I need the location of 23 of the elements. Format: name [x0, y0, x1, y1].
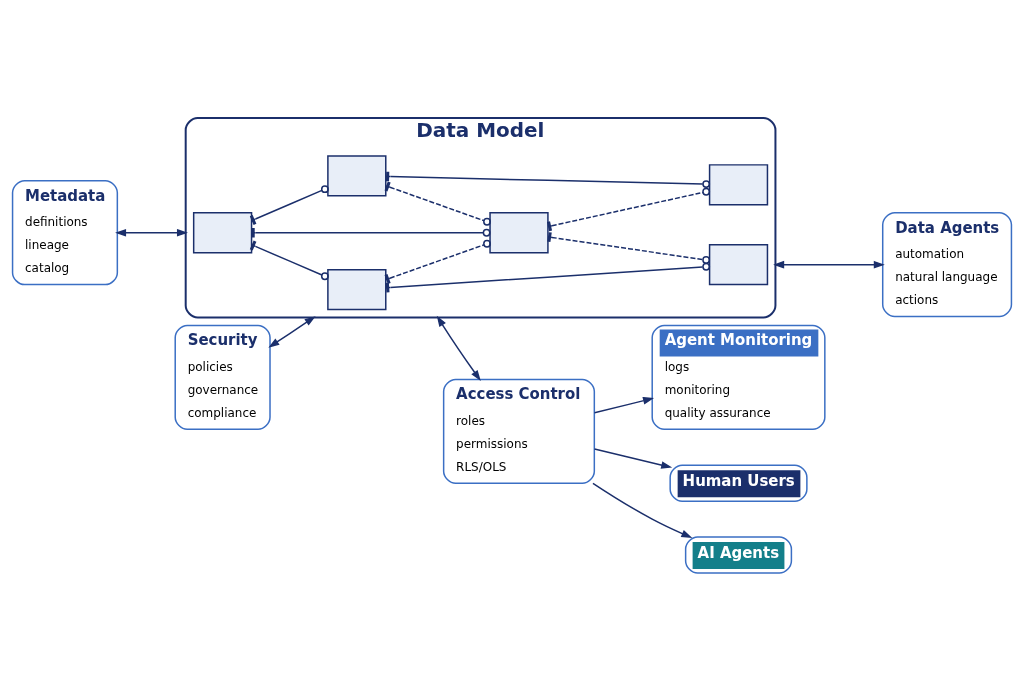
node-box: Security policies governance compliance [174, 324, 271, 431]
arrow [436, 315, 481, 382]
node-box: Data Agents automation natural language actions [881, 212, 1013, 318]
arrow [592, 482, 693, 538]
arrow [593, 448, 673, 469]
node-box: Access Control roles permissions RLS/OLS [442, 378, 596, 484]
node-box [327, 268, 387, 311]
cluster: Data Model [184, 116, 777, 319]
node-box: AI Agents [684, 536, 793, 574]
node-box: Metadata definitions lineage catalog [11, 180, 119, 286]
node-box: Agent Monitoring logs monitoring quality assurance [651, 324, 826, 431]
connector [384, 181, 491, 226]
node-box [327, 155, 387, 197]
arrow [268, 316, 316, 348]
arrow [593, 397, 655, 414]
arrow [115, 228, 188, 237]
connector [249, 240, 329, 281]
connector [547, 187, 711, 232]
node-box: Human Users [669, 464, 808, 502]
arrow [773, 260, 885, 269]
node-box [708, 164, 769, 206]
node-box [708, 243, 769, 286]
node-box [489, 212, 549, 254]
